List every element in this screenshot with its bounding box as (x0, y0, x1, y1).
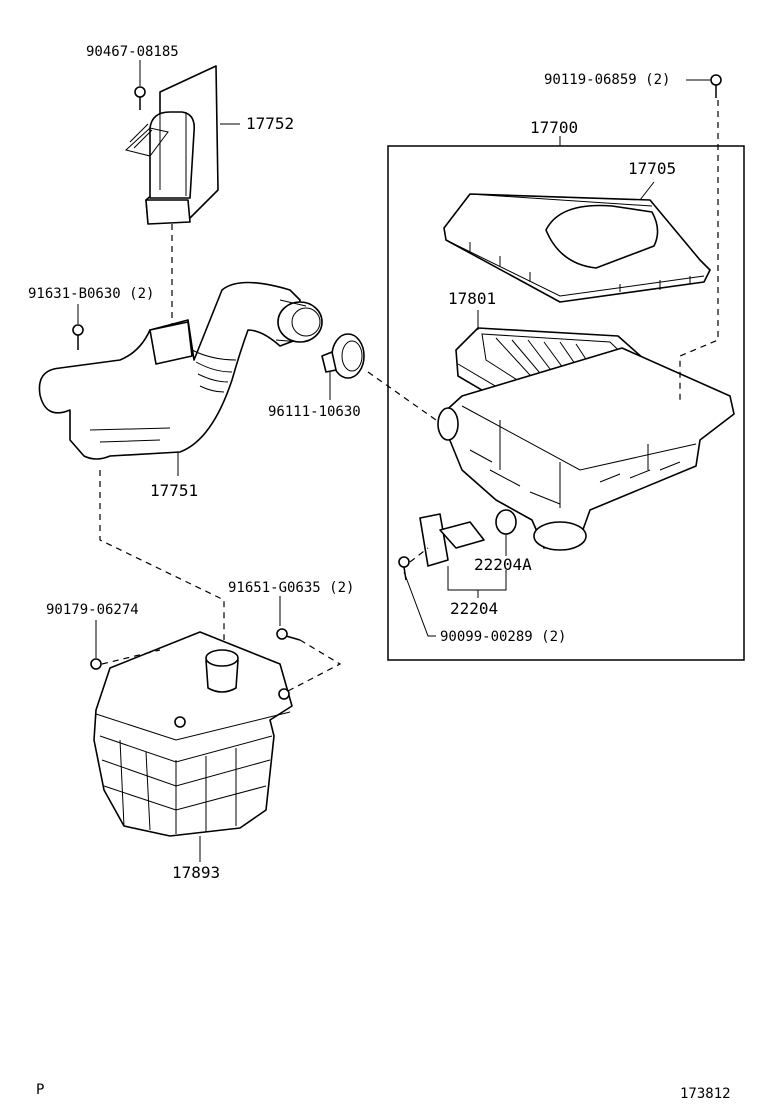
corner-mark-left: P (36, 1082, 44, 1098)
label-17751: 17751 (150, 481, 198, 500)
dash-17751-to-17893 (99, 470, 225, 640)
part-22204-sensor (419, 513, 485, 567)
dash-90179 (101, 649, 161, 665)
part-17752-duct (124, 65, 219, 225)
part-17700-case (437, 347, 735, 551)
assembly-17700-frame (387, 145, 745, 661)
leader-17705 (639, 181, 655, 201)
label-17893: 17893 (172, 863, 220, 882)
oring-22204A-icon (495, 509, 517, 535)
label-22204A: 22204A (474, 555, 532, 574)
label-17700: 17700 (530, 118, 578, 137)
leader-90099 (403, 571, 436, 637)
dash-clamp-to-case (367, 371, 437, 421)
label-96111-10630: 96111-10630 (268, 404, 361, 420)
clamp-96111-icon (321, 333, 365, 379)
bolt-90119-icon (710, 74, 722, 98)
leader-22204 (447, 566, 507, 591)
label-90119-06859: 90119-06859 (2) (544, 72, 670, 88)
label-90099-00289: 90099-00289 (2) (440, 629, 566, 645)
part-17751-hose (38, 281, 323, 460)
bolt-91631-icon (72, 324, 84, 350)
label-22204: 22204 (450, 599, 498, 618)
nut-90179-icon (90, 658, 102, 670)
bolt-91651-icon (276, 628, 301, 641)
bolt-90467-icon (134, 86, 146, 110)
label-90179-06274: 90179-06274 (46, 602, 139, 618)
dash-90099 (409, 547, 429, 563)
part-17893-resonator (93, 631, 293, 837)
label-90467-08185: 90467-08185 (86, 44, 179, 60)
dash-91651-a (285, 639, 342, 693)
screw-90099-icon (398, 556, 410, 581)
label-91631-B0630: 91631-B0630 (2) (28, 286, 154, 302)
label-91651-G0635: 91651-G0635 (2) (228, 580, 354, 596)
label-17705: 17705 (628, 159, 676, 178)
diagram-number: 173812 (680, 1086, 731, 1102)
label-17752: 17752 (246, 114, 294, 133)
part-17705-cap (443, 193, 711, 303)
label-17801: 17801 (448, 289, 496, 308)
